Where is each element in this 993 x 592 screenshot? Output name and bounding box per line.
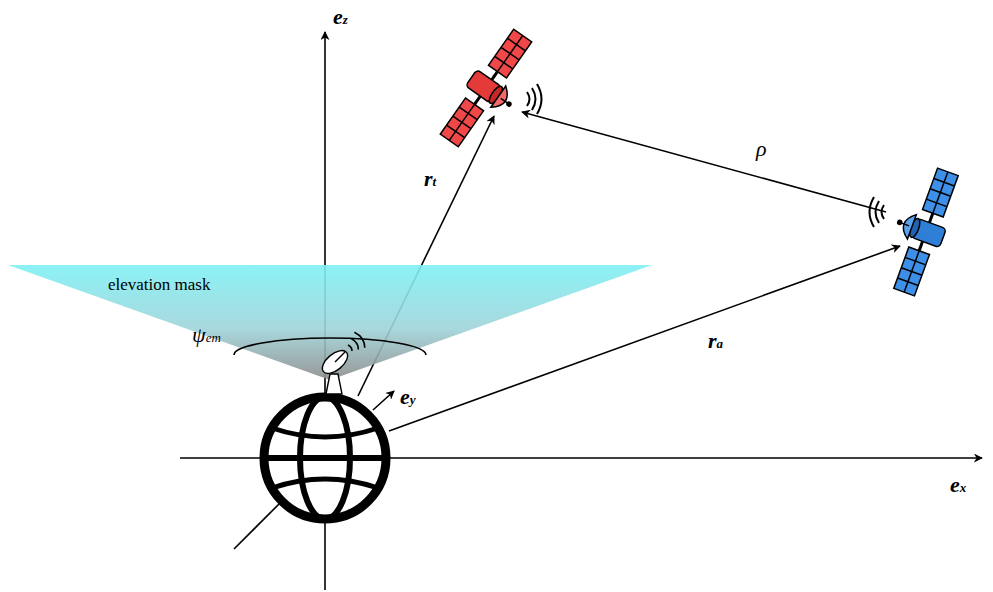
agent-satellite-part xyxy=(898,278,919,286)
earth-globe xyxy=(264,397,386,519)
node-outline xyxy=(8,262,652,396)
angle-label: ψem xyxy=(192,324,221,346)
agent-satellite-part xyxy=(926,199,947,207)
signal-waves-part xyxy=(537,84,542,114)
target-satellite xyxy=(435,25,548,157)
agent-satellite-part xyxy=(899,212,916,239)
target-satellite-part xyxy=(447,125,465,138)
region-label: elevation mask xyxy=(108,276,210,293)
signal-wave xyxy=(354,332,364,348)
target-satellite-part xyxy=(507,38,525,51)
target-satellite-part xyxy=(440,98,483,147)
agent-satellite-part xyxy=(905,257,926,265)
target-satellite-part xyxy=(488,29,531,78)
earth-globe-part xyxy=(264,455,386,461)
axis-label: ex xyxy=(950,474,966,496)
target-satellite-part xyxy=(506,101,512,107)
signal-waves-part xyxy=(527,92,530,106)
agent-satellite xyxy=(876,162,965,299)
signal-waves-part xyxy=(870,197,875,227)
earth-globe-part xyxy=(264,397,386,519)
earth-globe-part xyxy=(272,479,378,488)
earth-globe-part xyxy=(272,428,378,437)
signal-waves xyxy=(527,84,884,227)
target-satellite-part xyxy=(501,47,519,60)
axes-part xyxy=(373,391,394,410)
mask-cone xyxy=(8,265,652,380)
target-satellite-part xyxy=(459,107,477,120)
signal-waves-part xyxy=(882,205,885,219)
antenna-feed xyxy=(335,352,345,362)
axes-part xyxy=(180,457,982,459)
vector-label: rt xyxy=(424,168,436,190)
axis-label: ez xyxy=(333,6,348,28)
agent-satellite-part xyxy=(930,189,951,197)
target-satellite-part xyxy=(495,56,513,69)
signal-wave xyxy=(348,345,352,351)
agent-satellite-part xyxy=(897,220,902,225)
signal-wave xyxy=(351,339,358,350)
ground-antenna xyxy=(318,332,364,394)
antenna-dish xyxy=(318,346,351,378)
vector-label: ρ xyxy=(756,138,767,160)
agent-satellite-part xyxy=(923,168,959,217)
signal-waves-part xyxy=(876,201,880,223)
elevation-mask-cone: elevation mask ψem xyxy=(8,262,652,396)
target-satellite-part xyxy=(453,116,471,129)
agent-satellite-part xyxy=(901,268,922,276)
agent-satellite-part xyxy=(934,178,955,186)
angle-arc xyxy=(234,338,426,355)
antenna-stand xyxy=(326,374,342,394)
signal-waves-part xyxy=(532,88,536,110)
position-vectors-part xyxy=(522,112,886,212)
axis-label: ey xyxy=(400,386,416,408)
vector-label: ra xyxy=(708,330,723,352)
agent-satellite-part xyxy=(894,247,930,296)
target-satellite-part xyxy=(491,86,513,112)
